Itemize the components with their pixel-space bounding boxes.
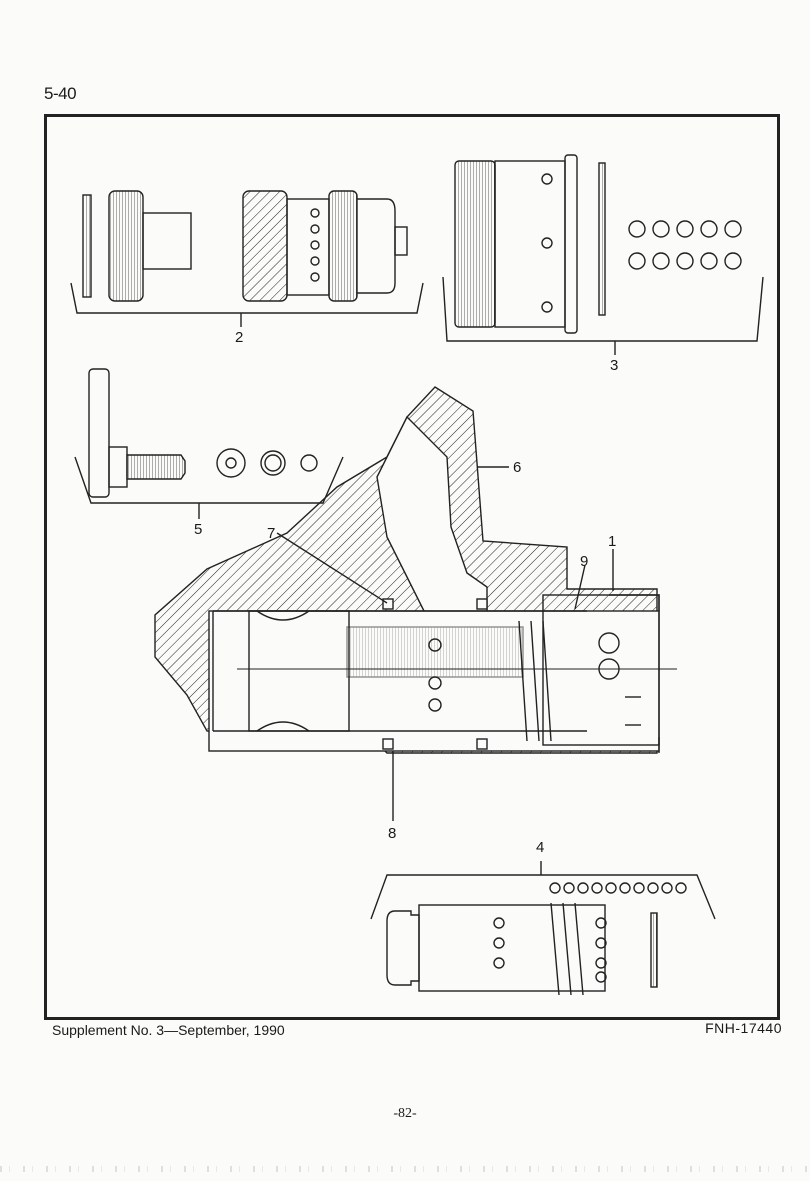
main-assembly-section xyxy=(154,386,677,821)
callout-7: 7 xyxy=(267,525,276,542)
snap-ring-part xyxy=(82,194,92,298)
callout-3: 3 xyxy=(610,357,619,374)
callout-9: 9 xyxy=(580,553,589,570)
exploded-parts-drawing xyxy=(70,154,764,996)
page-number-bottom: -82- xyxy=(393,1106,417,1121)
callout-2: 2 xyxy=(235,329,244,346)
part-group-4 xyxy=(370,861,716,996)
document-code: FNH-17440 xyxy=(705,1020,782,1036)
callout-8: 8 xyxy=(388,825,397,842)
part-group-2 xyxy=(70,190,424,327)
exploded-diagram-frame: 2 3 5 6 7 1 9 8 4 xyxy=(44,114,780,1020)
callout-4: 4 xyxy=(536,839,545,856)
scan-artifact-line xyxy=(0,1166,810,1172)
part-group-3 xyxy=(442,154,764,355)
callout-1: 1 xyxy=(608,533,617,550)
supplement-note: Supplement No. 3—September, 1990 xyxy=(52,1022,285,1038)
callout-6: 6 xyxy=(513,459,522,476)
callout-5: 5 xyxy=(194,521,203,538)
section-page-number: 5-40 xyxy=(44,84,77,103)
part-group-5 xyxy=(74,368,344,519)
